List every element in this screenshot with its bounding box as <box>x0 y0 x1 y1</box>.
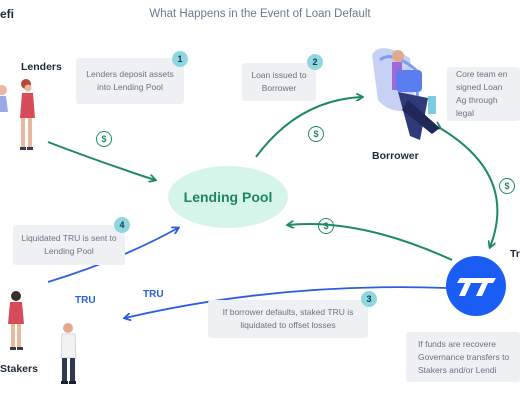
funds-recovered-note: If funds are recovere Governance transfe… <box>406 332 520 382</box>
step-4-badge: 4 <box>114 217 130 233</box>
step-2-badge: 2 <box>307 54 323 70</box>
arrow-borrower-tru <box>440 128 499 247</box>
dollar-icon: $ <box>318 218 334 234</box>
lenders-label: Lenders <box>21 61 62 73</box>
arrow-tru-to-stakers <box>125 286 448 318</box>
tru-label: Tr <box>510 248 520 260</box>
brand-logo-text: efi <box>0 7 15 21</box>
truefi-logo-icon <box>446 256 506 316</box>
tru-flow-label: TRU <box>143 289 164 300</box>
dollar-icon: $ <box>96 131 112 147</box>
core-team-note: Core team en signed Loan Ag through lega… <box>447 67 520 121</box>
step-3-note: If borrower defaults, staked TRU is liqu… <box>208 300 368 338</box>
arrow-lenders-to-pool <box>47 141 155 180</box>
dollar-icon: $ <box>308 126 324 142</box>
step-2-note: Loan issued to Borrower <box>242 63 316 101</box>
stakers-label: Stakers <box>0 363 38 375</box>
step-1-note: Lenders deposit assets into Lending Pool <box>76 58 184 104</box>
step-4-note: Liquidated TRU is sent to Lending Pool <box>13 225 125 265</box>
step-1-badge: 1 <box>172 51 188 67</box>
borrower-label: Borrower <box>372 150 419 162</box>
lending-pool: Lending Pool <box>168 166 288 228</box>
lending-pool-label: Lending Pool <box>183 189 273 205</box>
arrow-tru-to-pool <box>288 224 453 261</box>
step-3-badge: 3 <box>361 291 377 307</box>
tru-flow-label: TRU <box>75 295 96 306</box>
dollar-icon: $ <box>499 178 515 194</box>
page-title: What Happens in the Event of Loan Defaul… <box>149 8 371 20</box>
arrow-pool-to-borrower <box>255 97 362 158</box>
